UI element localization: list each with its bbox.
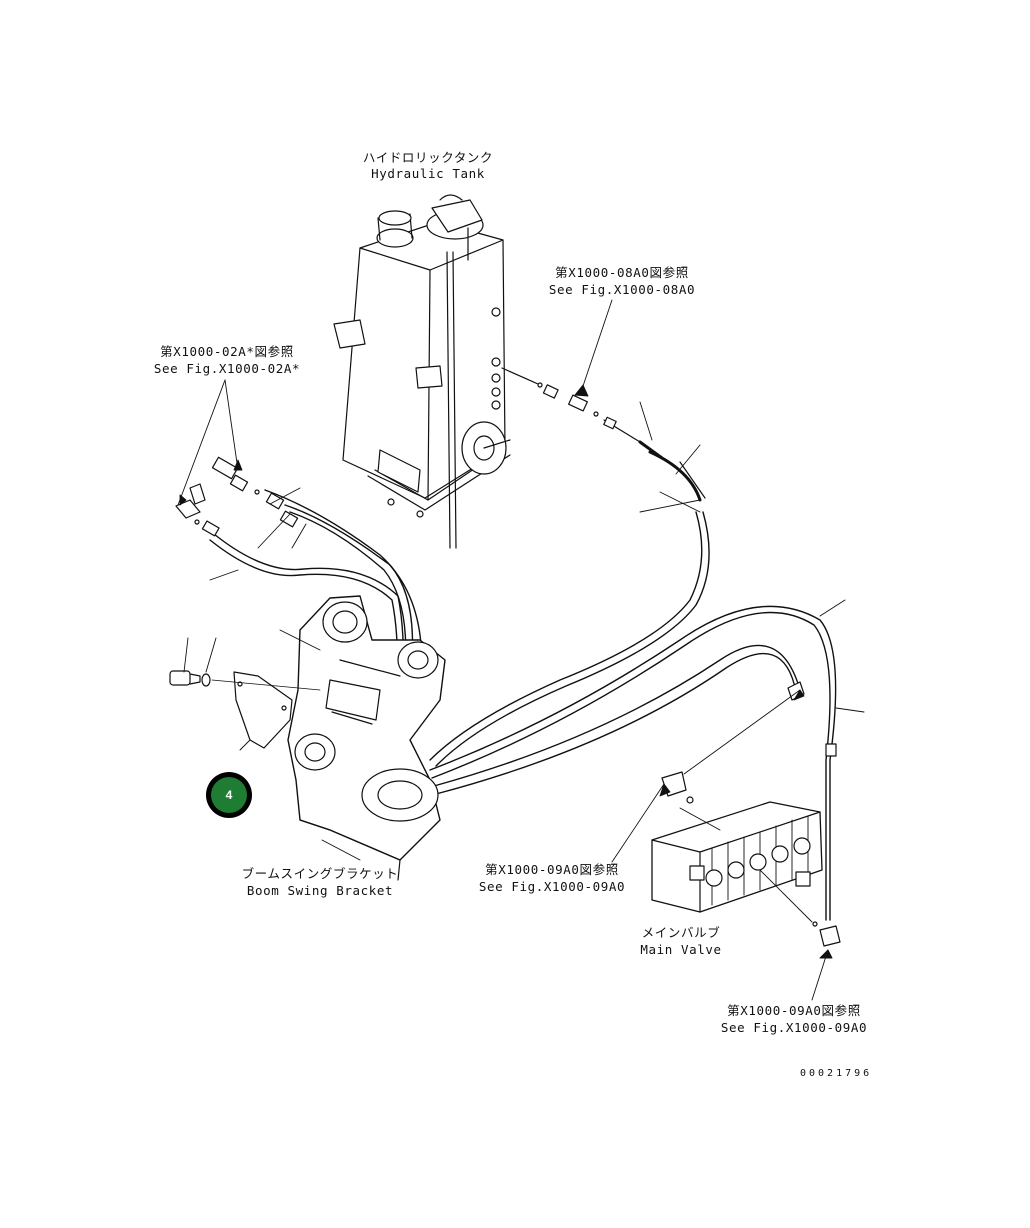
hydraulic-tank: [333, 194, 511, 549]
left-fittings: [175, 456, 299, 537]
ref-02a-label-en: See Fig.X1000-02A*: [153, 361, 301, 376]
bolt-washer-plate: [169, 670, 321, 749]
boom-swing-bracket-label-en: Boom Swing Bracket: [246, 883, 394, 898]
boom-swing-bracket: [287, 595, 446, 881]
leader-lines: [177, 299, 865, 1001]
tank-outlet-fittings: [501, 367, 706, 502]
ref-08a0-label-en: See Fig.X1000-08A0: [548, 282, 696, 297]
main-valve: [651, 801, 823, 913]
ref-08a0-label-jp: 第X1000-08A0図参照: [555, 265, 689, 280]
ref-09a0-bot-label-jp: 第X1000-09A0図参照: [727, 1003, 861, 1018]
document-number: 00021796: [800, 1068, 873, 1079]
part-callout-4[interactable]: 4: [206, 772, 252, 818]
ref-09a0-bot-label-en: See Fig.X1000-09A0: [720, 1020, 868, 1035]
ref-09a0-mid-label-jp: 第X1000-09A0図参照: [485, 862, 619, 877]
main-valve-label-jp: メインバルブ: [641, 925, 721, 940]
hydraulic-hoses: [209, 489, 837, 921]
hydraulic-tank-label-en: Hydraulic Tank: [371, 166, 485, 181]
ref-02a-label-jp: 第X1000-02A*図参照: [160, 344, 294, 359]
part-callout-number: 4: [211, 777, 247, 813]
ref-09a0-mid-label-en: See Fig.X1000-09A0: [478, 879, 626, 894]
boom-swing-bracket-label-jp: ブームスイングブラケット: [241, 866, 399, 881]
main-valve-label-en: Main Valve: [640, 942, 722, 957]
hydraulic-tank-label-jp: ハイドロリックタンク: [362, 150, 494, 165]
